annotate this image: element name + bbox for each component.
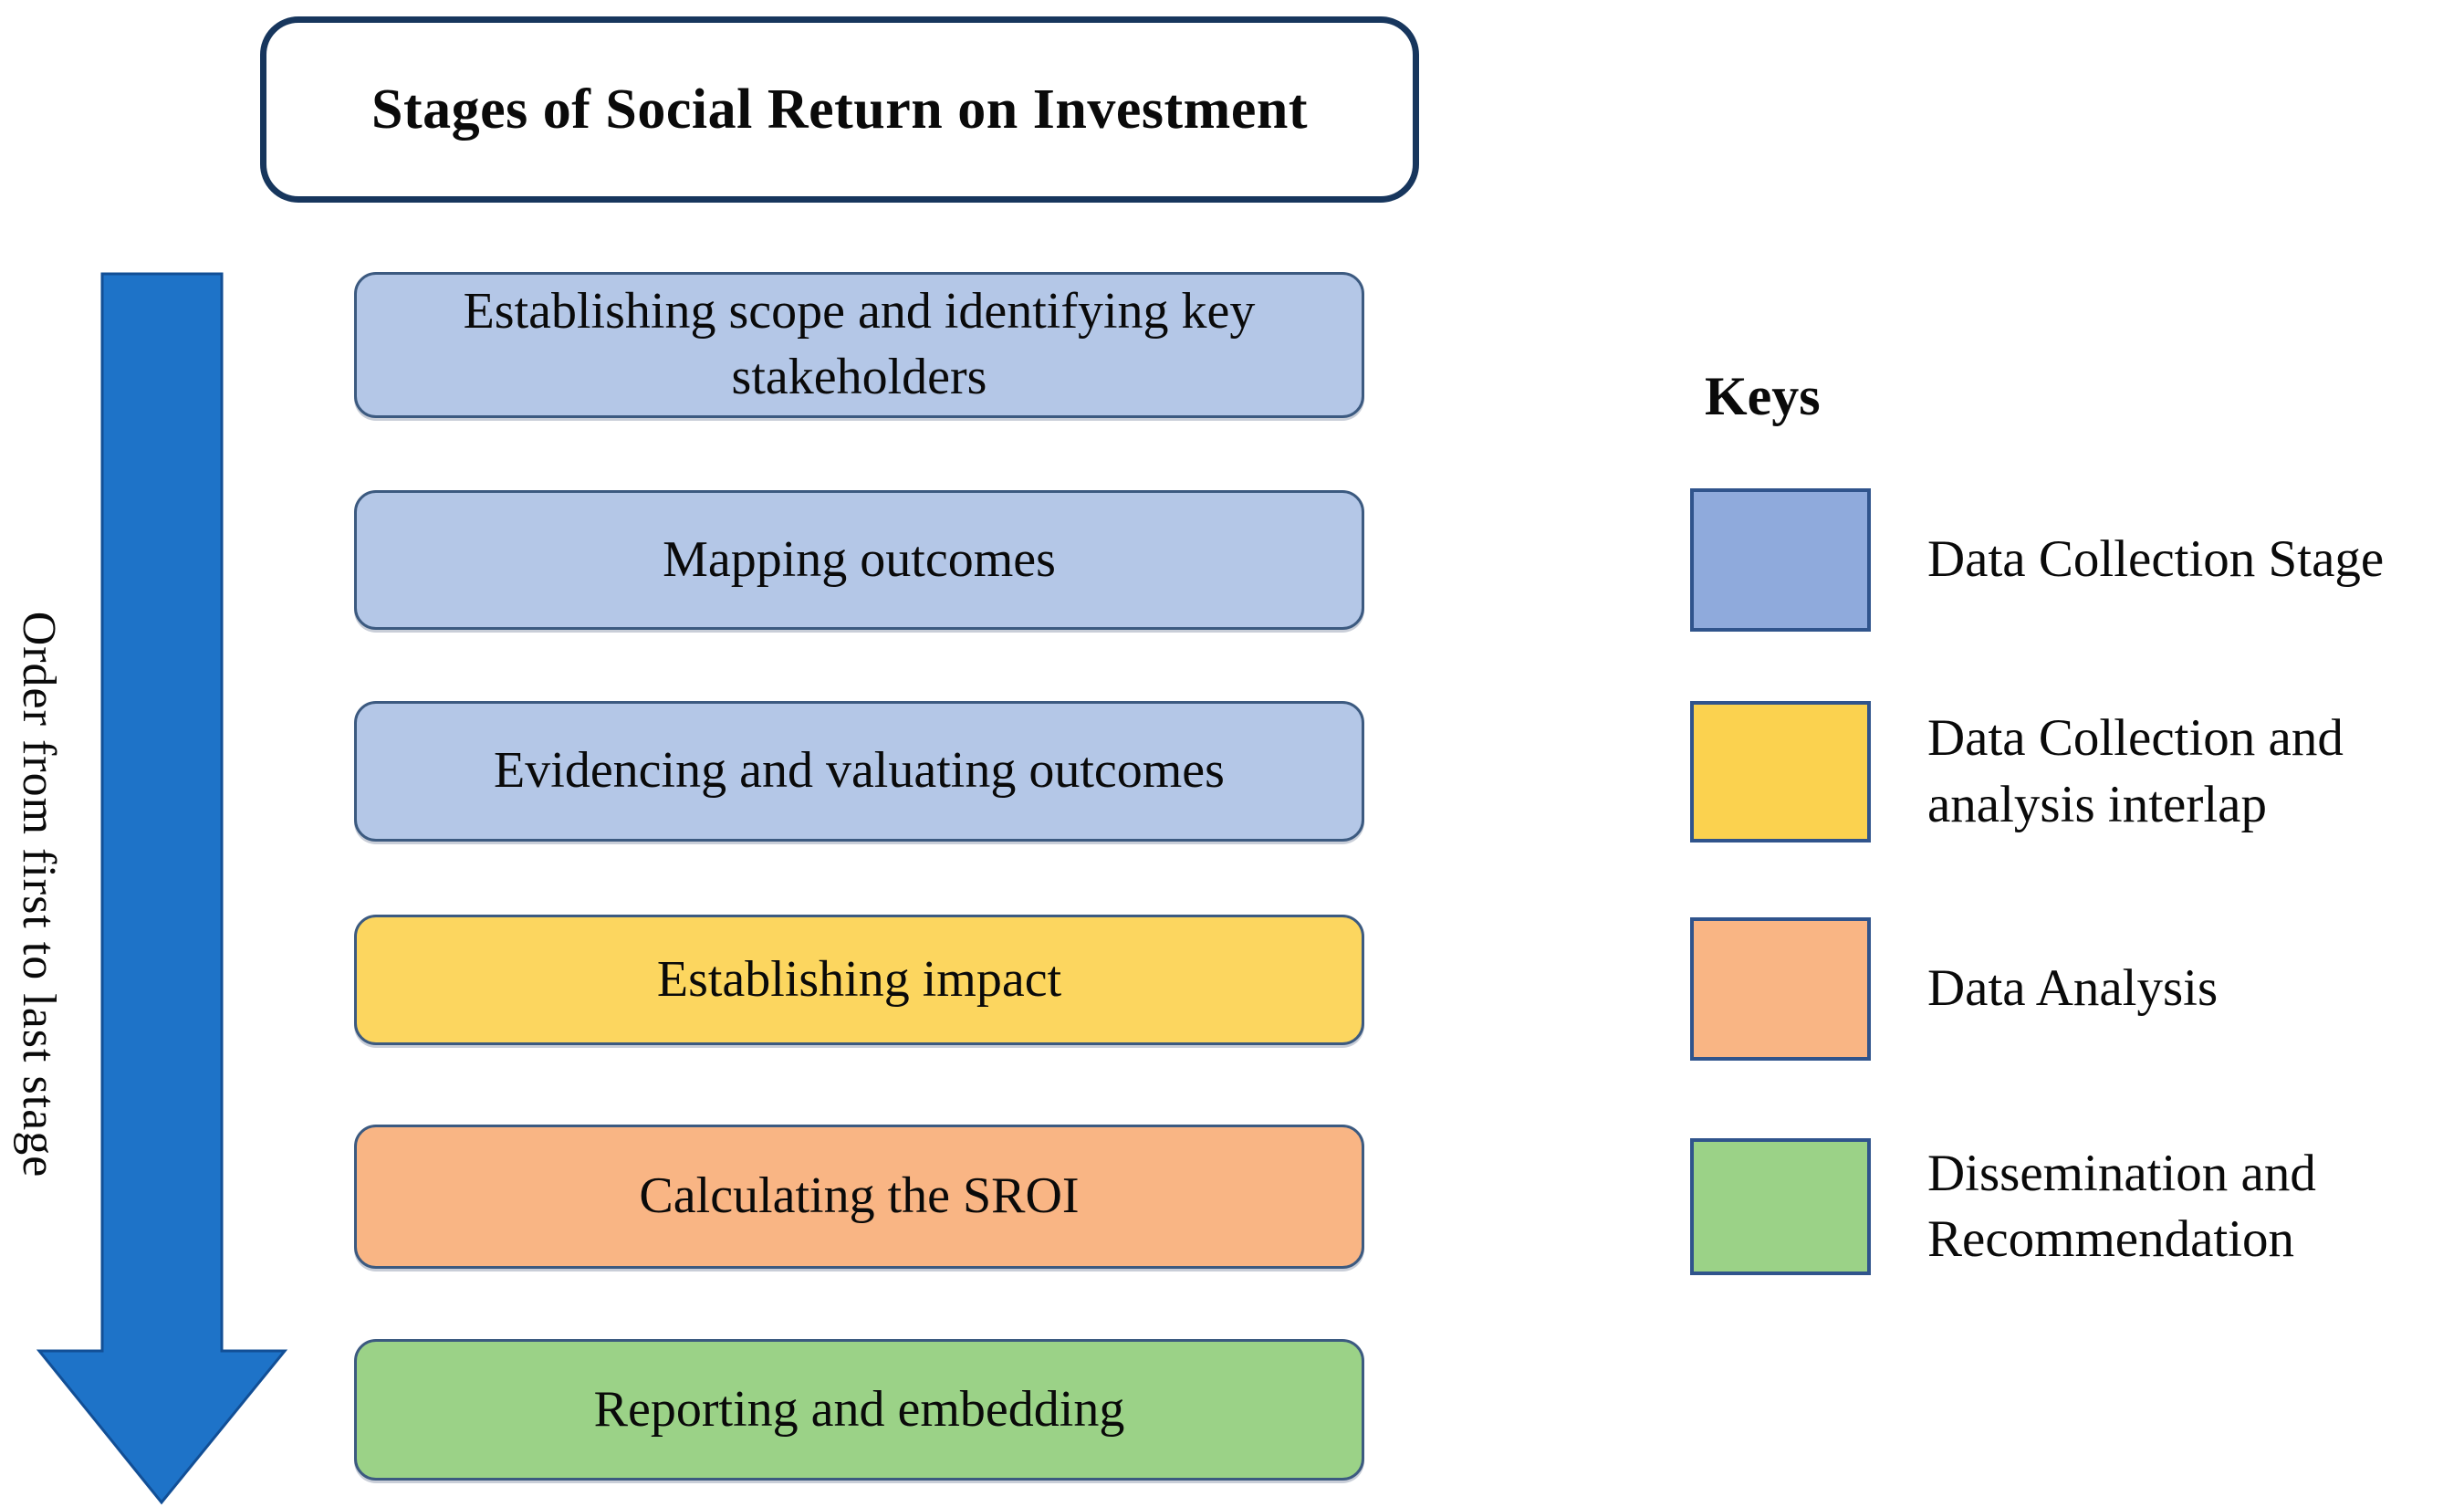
legend-label-text: Data Collection and analysis interlap (1927, 709, 2344, 833)
stage-box-mapping-outcomes: Mapping outcomes (354, 490, 1364, 630)
stage-label: Establishing scope and identifying key s… (463, 283, 1256, 405)
legend-swatch-data-analysis (1690, 917, 1871, 1061)
legend-label-collection-analysis-interlap: Data Collection and analysis interlap (1927, 701, 2464, 842)
stage-box-evidencing-valuating: Evidencing and valuating outcomes (354, 701, 1364, 842)
legend-label-text: Dissemination and Recommendation (1927, 1144, 2316, 1268)
figure-title: Stages of Social Return on Investment (371, 78, 1308, 141)
legend-swatch-data-collection (1690, 488, 1871, 632)
down-arrow (36, 272, 288, 1505)
stage-label: Calculating the SROI (639, 1167, 1080, 1225)
title-box: Stages of Social Return on Investment (260, 16, 1419, 203)
stage-box-establishing-impact: Establishing impact (354, 915, 1364, 1045)
flow-direction-label: Order from first to last stage (13, 611, 65, 1178)
stage-label: Evidencing and valuating outcomes (494, 742, 1225, 800)
stage-label: Reporting and embedding (593, 1380, 1125, 1438)
legend-swatch-collection-analysis-interlap (1690, 701, 1871, 842)
legend-heading: Keys (1705, 366, 1821, 426)
stage-label: Mapping outcomes (663, 530, 1056, 588)
legend-label-text: Data Collection Stage (1927, 530, 2385, 589)
legend-label-data-analysis: Data Analysis (1927, 917, 2464, 1061)
legend-label-text: Data Analysis (1927, 959, 2219, 1018)
down-arrow-shape (36, 272, 288, 1505)
stage-label: Establishing impact (656, 950, 1062, 1008)
legend-swatch-dissemination-recommendation (1690, 1138, 1871, 1275)
legend-label-data-collection: Data Collection Stage (1927, 488, 2464, 632)
stage-box-reporting-embedding: Reporting and embedding (354, 1339, 1364, 1481)
stage-box-establishing-scope: Establishing scope and identifying key s… (354, 272, 1364, 418)
stage-box-calculating-sroi: Calculating the SROI (354, 1125, 1364, 1269)
legend-label-dissemination-recommendation: Dissemination and Recommendation (1927, 1138, 2464, 1275)
